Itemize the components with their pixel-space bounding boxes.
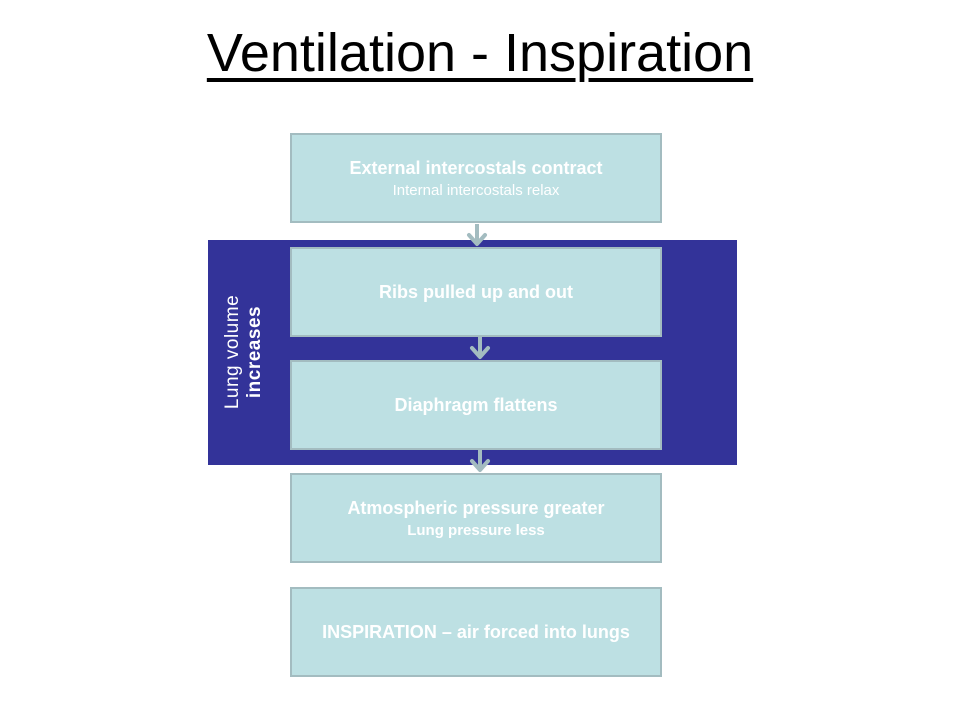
step-box-ribs: Ribs pulled up and out <box>290 247 662 337</box>
arrow-down-icon <box>470 337 490 359</box>
arrow-down-icon <box>467 224 487 246</box>
step-main-text: Ribs pulled up and out <box>379 282 573 302</box>
step-box-diaphragm: Diaphragm flattens <box>290 360 662 450</box>
arrow-down-icon <box>470 450 490 472</box>
step-main-text: Diaphragm flattens <box>394 395 558 415</box>
step-box-pressure: Atmospheric pressure greater Lung pressu… <box>290 473 662 563</box>
lung-volume-label-line1: Lung volume <box>222 294 243 410</box>
lung-volume-label-line2: increases <box>244 305 265 399</box>
lung-volume-label: Lung volume increases <box>222 295 266 409</box>
step-main-text: INSPIRATION – air forced into lungs <box>322 622 630 642</box>
step-main-text: Atmospheric pressure greater <box>347 498 605 518</box>
step-box-intercostals: External intercostals contract Internal … <box>290 133 662 223</box>
step-main-text: External intercostals contract <box>349 158 603 178</box>
slide-title: Ventilation - Inspiration <box>206 23 754 83</box>
step-box-inspiration: INSPIRATION – air forced into lungs <box>290 587 662 677</box>
step-sub-text: Lung pressure less <box>407 522 545 539</box>
step-sub-text: Internal intercostals relax <box>392 182 560 199</box>
